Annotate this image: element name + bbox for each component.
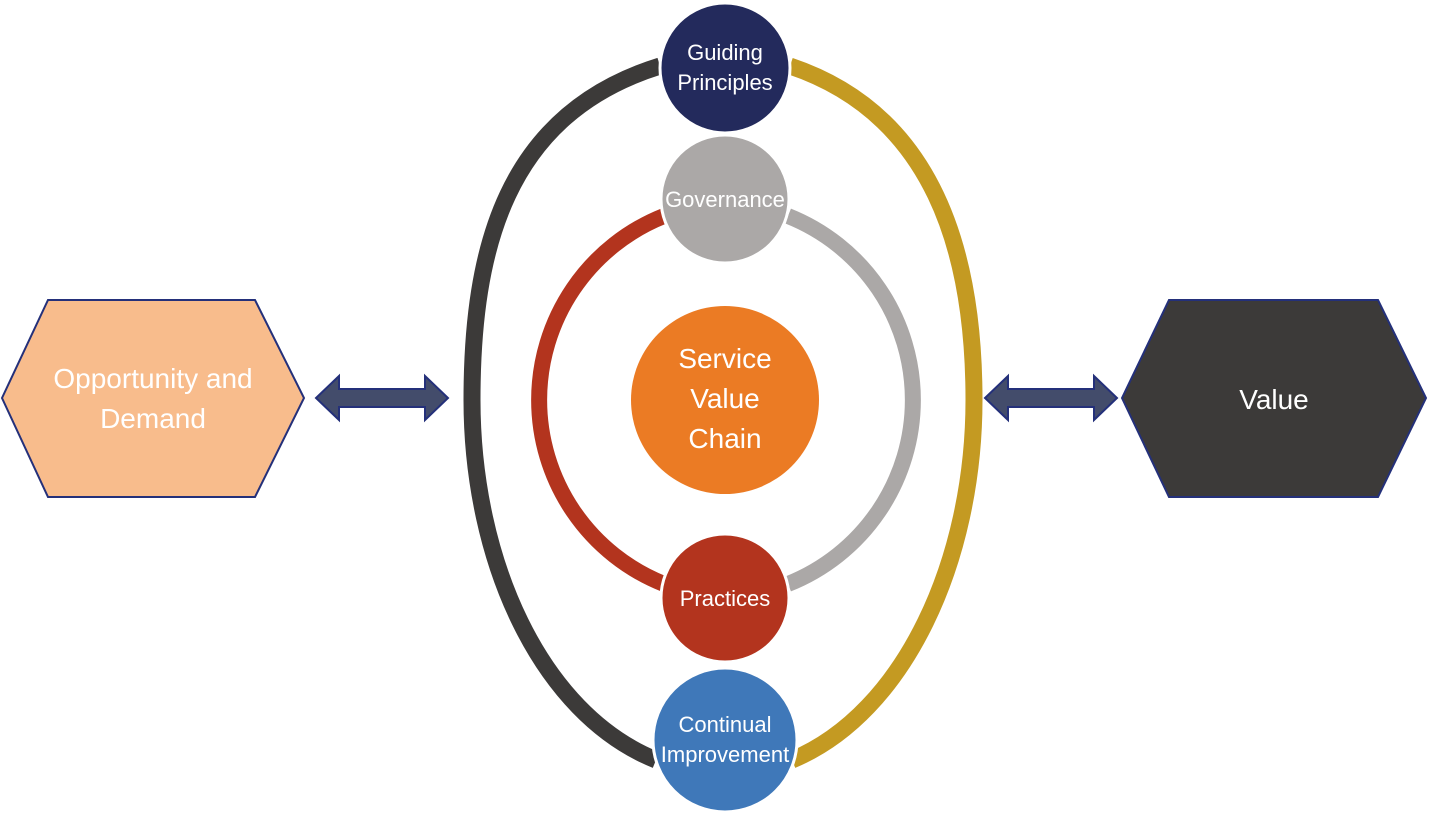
value-label: Value	[1239, 384, 1309, 415]
outer-right-arc	[787, 57, 983, 768]
guiding-principles-circle	[658, 1, 792, 135]
guiding-principles-label-line2: Principles	[677, 70, 772, 95]
governance-circle	[659, 133, 791, 265]
guiding-principles-label-line1: Guiding	[687, 40, 763, 65]
continual-improvement-label-line1: Continual	[679, 712, 772, 737]
practices-circle	[659, 532, 791, 664]
opportunity-and-demand-label-line2: Demand	[100, 403, 206, 434]
service-value-chain-label-line3: Chain	[688, 423, 761, 454]
opportunity-and-demand-label-line1: Opportunity and	[53, 363, 252, 394]
service-value-chain-label-line1: Service	[678, 343, 771, 374]
outer-left-arc	[463, 57, 663, 768]
value-hexagon	[1120, 299, 1428, 498]
inner-left-arc	[531, 208, 667, 592]
double-arrow-right	[983, 373, 1119, 423]
double-arrow-left	[314, 373, 450, 423]
continual-improvement-circle	[651, 666, 799, 813]
governance-label: Governance	[665, 187, 785, 212]
opportunity-and-demand-hexagon	[0, 299, 306, 498]
inner-right-arc	[785, 208, 921, 592]
service-value-chain-label-line2: Value	[690, 383, 760, 414]
practices-label: Practices	[680, 586, 770, 611]
service-value-chain-circle	[631, 306, 819, 494]
continual-improvement-label-line2: Improvement	[661, 742, 789, 767]
